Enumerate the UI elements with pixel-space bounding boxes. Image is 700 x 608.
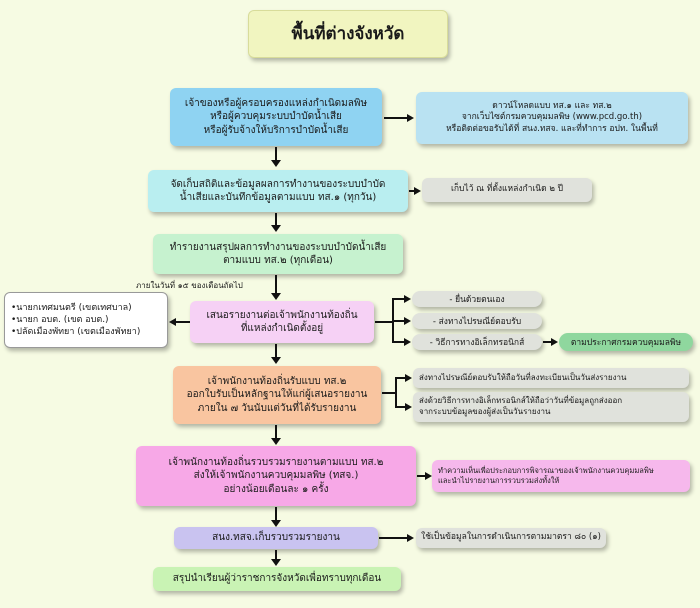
step-source-owner: เจ้าของหรือผู้ครอบครองแหล่งกำเนิดมลพิษ ห… (170, 88, 382, 146)
keep-record-note: เก็บไว้ ณ ที่ตั้งแหล่งกำเนิด ๒ ปี (422, 178, 592, 202)
arrow-to-electronic-note (543, 341, 553, 343)
arrow-head (551, 338, 558, 346)
arrow-step1-step2 (275, 147, 277, 161)
download-forms-note: ดาวน์โหลดแบบ ทส.๑ และ ทส.๒ จากเว็บไซต์กร… (416, 92, 688, 144)
arrow-head (271, 357, 281, 364)
statistics-use-note: ใช้เป็นข้อมูลในการดำเนินการตามมาตรา ๘๐ (… (416, 528, 606, 548)
receipt-connector (382, 392, 396, 394)
arrow-head (405, 403, 412, 411)
arrow-head (404, 295, 411, 303)
step-issue-receipt: เจ้าพนักงานท้องถิ่นรับแบบ ทส.๒ ออกใบรับเ… (173, 366, 381, 424)
arrow-to-keep-note (409, 190, 417, 192)
receipt-branch (395, 377, 407, 379)
step-submit-to-local-officer: เสนอรายงานต่อเจ้าพนักงานท้องถิ่น ที่แหล่… (190, 301, 374, 343)
arrow-step6-step7 (275, 507, 277, 521)
deadline-note: ภายในวันที่ ๑๕ ของเดือนถัดไป (136, 281, 243, 290)
arrow-step3-step4 (275, 275, 277, 294)
step-office-collect: สนง.ทสจ.เก็บรวบรวมรายงาน (174, 527, 378, 549)
arrow-head (271, 520, 281, 527)
method-registered-mail: - ส่งทางไปรษณีย์ตอบรับ (412, 313, 542, 329)
arrow-head (425, 472, 432, 480)
arrow-head (271, 225, 281, 232)
electronic-announcement-note: ตามประกาศกรมควบคุมมลพิษ (559, 333, 693, 351)
method-electronic: - วิธีการทางอิเล็กทรอนิกส์ (412, 334, 542, 350)
analysis-note: ทำความเห็นเพื่อประกอบการพิจารณาของเจ้าพน… (432, 460, 690, 492)
arrow-head (271, 160, 281, 167)
page-title: พื้นที่ต่างจังหวัด (248, 10, 448, 58)
methods-branch (392, 341, 406, 343)
arrow-head (271, 559, 281, 566)
arrow-head (271, 438, 281, 445)
methods-connector (375, 321, 393, 323)
methods-branch (392, 298, 406, 300)
receipt-branch (395, 406, 407, 408)
arrow-head (271, 293, 281, 300)
mail-receipt-note: ส่งทางไปรษณีย์ตอบรับให้ถือวันที่ลงทะเบีย… (413, 368, 689, 388)
arrow-head (414, 187, 421, 195)
step-record-daily: จัดเก็บสถิติและข้อมูลผลการทำงานของระบบบำ… (148, 170, 408, 212)
step-monthly-report: ทำรายงานสรุปผลการทำงานของระบบบำบัดน้ำเสี… (153, 234, 403, 274)
step-compile-reports: เจ้าพนักงานท้องถิ่นรวบรวมรายงานตามแบบ ทส… (136, 446, 416, 506)
local-officials-list: •นายกเทศมนตรี (เขตเทศบาล) •นายก อบต. (เข… (4, 292, 168, 348)
arrow-step7-step8 (275, 550, 277, 560)
arrow-head (407, 114, 414, 122)
electronic-receipt-note: ส่งด้วยวิธีการทางอิเล็กทรอนิกส์ให้ถือว่า… (413, 392, 689, 422)
arrow-to-stat-note (379, 537, 409, 539)
arrow-to-officials (176, 321, 190, 323)
methods-branch (392, 320, 406, 322)
arrow-step2-step3 (275, 213, 277, 226)
arrow-step4-step5 (275, 344, 277, 358)
arrow-head (405, 374, 412, 382)
arrow-head (404, 317, 411, 325)
receipt-bracket (395, 377, 397, 407)
method-in-person: - ยื่นด้วยตนเอง (412, 291, 542, 307)
arrow-head (407, 534, 414, 542)
arrow-to-download (384, 117, 408, 119)
arrow-to-analysis-note (417, 475, 427, 477)
step-report-governor: สรุปนำเรียนผู้ว่าราชการจังหวัดเพื่อทราบท… (153, 567, 401, 591)
arrow-step5-step6 (275, 425, 277, 439)
arrow-head (404, 338, 411, 346)
arrow-head (169, 318, 176, 326)
